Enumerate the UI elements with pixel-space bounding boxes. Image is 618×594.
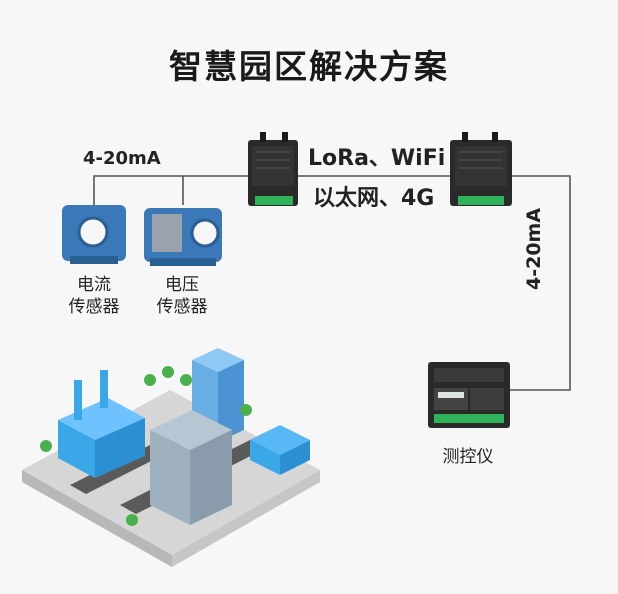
gateway-device-left	[248, 132, 298, 206]
protocols-label-line2: 以太网、4G	[313, 186, 435, 211]
voltage-sensor-label: 电压 传感器	[146, 274, 218, 318]
current-sensor-label: 电流 传感器	[58, 274, 130, 318]
current-sensor-label-line2: 传感器	[68, 297, 120, 317]
gateway-device-right	[450, 132, 512, 206]
voltage-sensor-label-line2: 传感器	[156, 297, 208, 317]
smart-city-illustration	[22, 348, 320, 567]
right-signal-label: 4-20mA	[523, 207, 545, 290]
connection-lines	[93, 175, 571, 391]
controller-device-icon	[428, 362, 510, 428]
voltage-sensor-icon	[144, 208, 222, 266]
left-signal-label: 4-20mA	[83, 148, 161, 169]
controller-label: 测控仪	[442, 447, 494, 467]
voltage-sensor-label-line1: 电压	[165, 275, 199, 295]
current-sensor-icon	[62, 205, 126, 264]
page-title: 智慧园区解决方案	[169, 47, 449, 86]
current-sensor-label-line1: 电流	[77, 275, 111, 295]
protocols-label-line1: LoRa、WiFi	[308, 146, 446, 171]
